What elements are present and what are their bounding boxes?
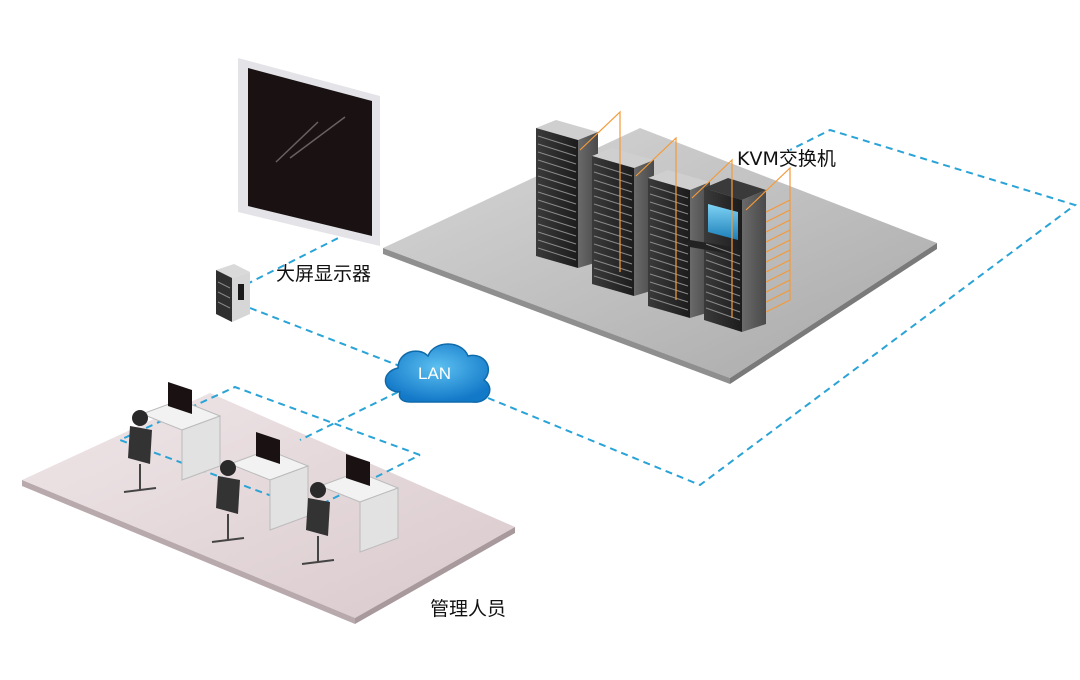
kvm-switch-label: KVM交换机 [737,148,836,170]
link-lan-kvm [487,128,1078,487]
operator-workstation-icon [211,432,310,543]
video-matrix-icon [216,264,250,322]
kvm-cables [579,110,791,318]
operator-workstation-icon [123,382,222,493]
wall-display-icon [238,58,380,246]
link-matrix-lan [249,307,411,371]
workstations [123,382,400,565]
office-floor [22,393,515,624]
operator-workstation-icon [301,454,400,565]
link-lan-office [299,391,399,441]
lan-label: LAN [418,364,452,383]
network-cloud-icon [384,343,491,403]
display-label: 大屏显示器 [276,263,372,285]
staff-label: 管理人员 [430,598,507,620]
